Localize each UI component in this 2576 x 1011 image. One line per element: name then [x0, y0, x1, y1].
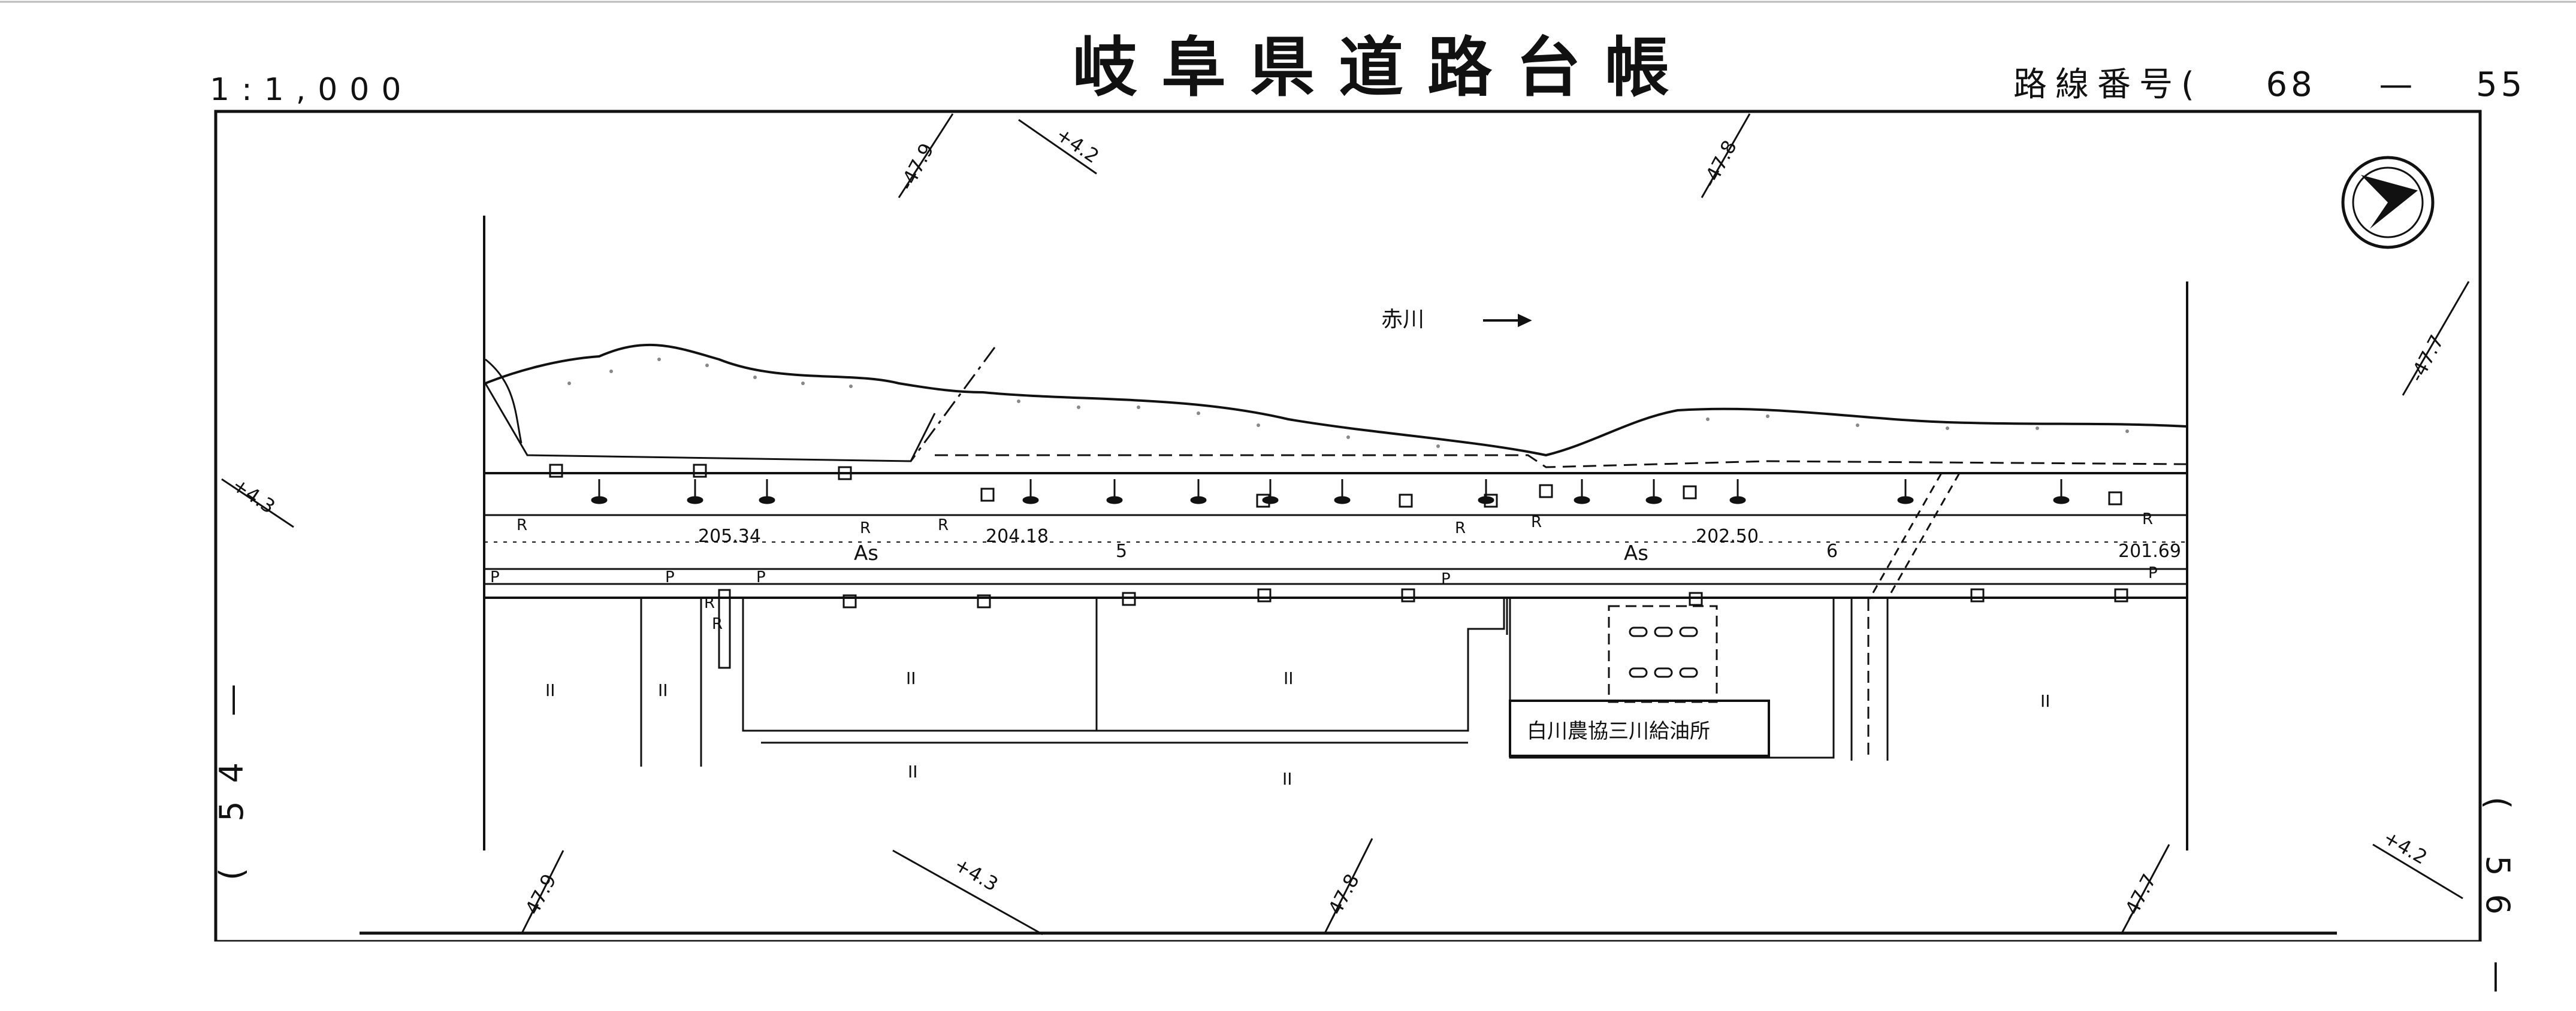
pavement-label: As [854, 541, 878, 565]
road-ledger-map: -47.9 +4.2 -47.8 -47.7 +4.3 -47.9 +4.3 -… [0, 1, 2576, 942]
symbol-p: P [490, 568, 500, 586]
symbol-r: R [860, 519, 871, 537]
paddy-symbol: II [906, 668, 916, 688]
contour-label: +4.3 [950, 853, 1002, 896]
contour-label: -47.8 [1698, 137, 1741, 191]
contour-label: -47.9 [518, 870, 561, 925]
symbol-p: P [756, 568, 766, 586]
elevation-label: 204.18 [986, 526, 1049, 547]
paddy-symbol: II [545, 680, 555, 700]
pole-symbols [591, 479, 2070, 504]
contour-label: -47.7 [2118, 870, 2161, 925]
elevation-label: 202.50 [1696, 526, 1759, 547]
symbol-p: P [2148, 564, 2158, 582]
map-scale: 1:1,000 [210, 72, 413, 108]
route-number-dash: — [2379, 65, 2413, 104]
manhole-symbols [549, 464, 2128, 609]
sheet-title: 岐阜県道路台帳 [1073, 31, 1694, 105]
route-number-left: 68 [2266, 65, 2316, 104]
route-number-label: 路線番号( [2013, 65, 2203, 104]
contour-label: -47.9 [895, 140, 938, 194]
contour-labels: -47.9 +4.2 -47.8 -47.7 +4.3 -47.9 +4.3 -… [228, 123, 2448, 925]
embankment-stipple [567, 358, 2129, 448]
symbol-r: R [1531, 513, 1542, 531]
symbol-p: P [1441, 570, 1451, 588]
contour-label: +4.2 [2379, 826, 2431, 869]
symbol-r: R [712, 615, 723, 633]
route-number-right: 55 [2476, 65, 2526, 104]
road-annotations: 205.34 204.18 202.50 201.69 As As 5 6 R … [490, 510, 2181, 789]
symbol-r: R [938, 516, 949, 534]
contour-label: -47.8 [1321, 870, 1364, 925]
symbol-r: R [1455, 519, 1466, 537]
pavement-label: As [1624, 541, 1648, 565]
culvert-lines [1868, 473, 1961, 600]
paddy-symbol: II [658, 680, 668, 700]
contour-label: -47.7 [2405, 331, 2448, 386]
lane-number: 6 [1826, 541, 1838, 562]
symbol-r: R [517, 516, 527, 534]
symbol-p: P [665, 568, 675, 586]
elevation-label: 205.34 [698, 526, 761, 547]
lower-parcels [640, 589, 1889, 767]
paddy-symbol: II [1282, 769, 1292, 789]
route-number: 路線番号( 68 — 55 ) [2013, 68, 2576, 102]
map-frame [214, 110, 2482, 942]
river-label: 赤川 [1381, 307, 1424, 332]
elevation-label: 201.69 [2118, 541, 2181, 562]
riverbank-outline [485, 343, 2188, 457]
symbol-r: R [704, 594, 715, 612]
gas-station-site [1509, 599, 1835, 759]
contour-ticks [221, 113, 2470, 936]
paddy-symbol: II [1284, 668, 1294, 688]
flow-arrow-icon [1483, 313, 1532, 328]
lane-number: 5 [1116, 541, 1127, 562]
symbol-r: R [2142, 510, 2153, 528]
north-arrow-icon [2341, 156, 2435, 249]
paddy-symbol: II [2040, 691, 2050, 711]
paddy-symbol: II [908, 762, 918, 782]
facility-label: 白川農協三川給油所 [1527, 719, 1710, 743]
